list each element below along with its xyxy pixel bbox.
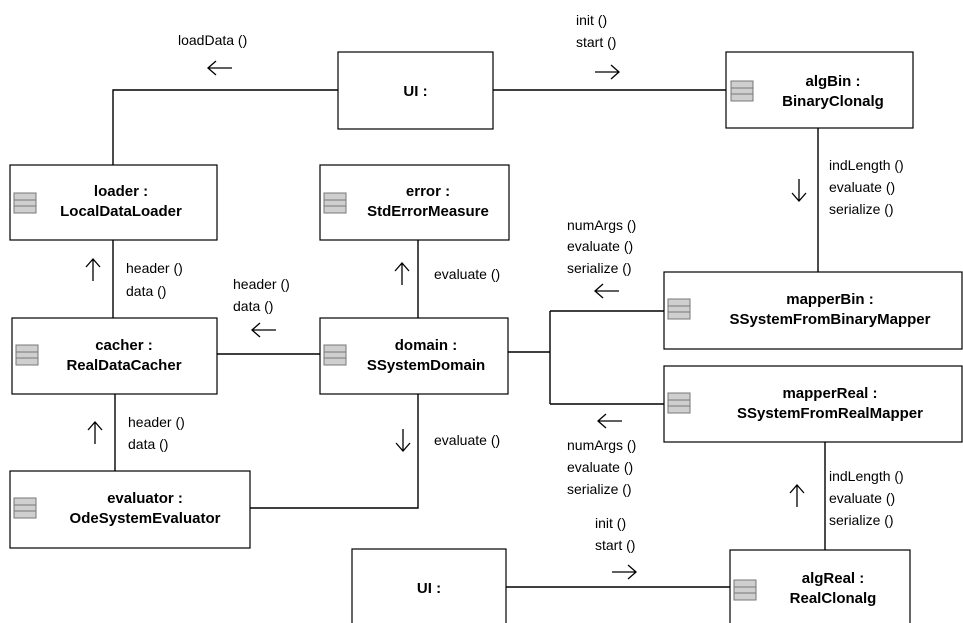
object-icon <box>667 298 691 320</box>
message-label: init () <box>595 515 626 531</box>
message-label: start () <box>595 537 635 553</box>
message-label: evaluate () <box>829 179 895 195</box>
message-domain-evaluator: evaluate () <box>434 432 500 448</box>
message-label: serialize () <box>567 260 632 276</box>
algreal-class: RealClonalg <box>790 590 877 607</box>
object-cacher: cacher : RealDataCacher <box>11 317 218 395</box>
arrow-down-icon <box>395 429 411 452</box>
algbin-class: BinaryClonalg <box>782 93 884 110</box>
mapperbin-class: SSystemFromBinaryMapper <box>730 311 931 328</box>
message-label: data () <box>126 283 166 299</box>
message-cacher-loader: header () data () <box>126 260 183 299</box>
arrow-up-icon <box>789 484 805 507</box>
connectors <box>112 89 826 588</box>
object-error: error : StdErrorMeasure <box>319 164 510 241</box>
message-domain-cacher: header () data () <box>233 276 290 314</box>
message-label: header () <box>128 414 185 430</box>
object-icon <box>730 80 754 102</box>
link-domain-mappers <box>508 310 664 405</box>
mapperreal-class: SSystemFromRealMapper <box>737 405 923 422</box>
message-label: evaluate () <box>567 459 633 475</box>
message-ui-loader: loadData () <box>178 32 247 48</box>
object-icon <box>323 192 347 214</box>
message-label: evaluate () <box>567 238 633 254</box>
message-label: evaluate () <box>829 490 895 506</box>
message-label: indLength () <box>829 157 904 173</box>
cacher-name: cacher : <box>95 337 153 354</box>
arrow-left-icon <box>207 60 232 76</box>
object-loader: loader : LocalDataLoader <box>9 164 218 241</box>
object-icon <box>13 497 37 519</box>
object-icon <box>667 392 691 414</box>
domain-name: domain : <box>395 337 458 354</box>
object-mapperreal: mapperReal : SSystemFromRealMapper <box>663 365 963 443</box>
loader-class: LocalDataLoader <box>60 203 182 220</box>
message-label: serialize () <box>829 512 894 528</box>
message-label: serialize () <box>567 481 632 497</box>
evaluator-name: evaluator : <box>107 490 183 507</box>
cacher-class: RealDataCacher <box>66 357 181 374</box>
object-algbin: algBin : BinaryClonalg <box>725 51 914 129</box>
message-algbin-mapperbin: indLength () evaluate () serialize () <box>829 157 904 217</box>
message-evaluator-cacher: header () data () <box>128 414 185 452</box>
algreal-name: algReal : <box>802 570 865 587</box>
ui-top-title: UI : <box>403 83 427 100</box>
message-label: indLength () <box>829 468 904 484</box>
message-algreal-mapperreal: indLength () evaluate () serialize () <box>829 468 904 528</box>
arrow-right-icon <box>612 564 637 580</box>
object-mapperbin: mapperBin : SSystemFromBinaryMapper <box>663 271 963 350</box>
arrow-up-icon <box>85 258 101 281</box>
loader-name: loader : <box>94 183 148 200</box>
arrow-left-icon <box>251 322 276 338</box>
message-mapperreal-domain: numArgs () evaluate () serialize () <box>567 437 636 497</box>
error-name: error : <box>406 183 450 200</box>
mapperreal-name: mapperReal : <box>782 385 877 402</box>
object-icon <box>13 192 37 214</box>
error-class: StdErrorMeasure <box>367 203 489 220</box>
object-icon <box>323 344 347 366</box>
arrow-left-icon <box>597 413 622 429</box>
message-label: header () <box>126 260 183 276</box>
message-label: evaluate () <box>434 432 500 448</box>
message-label: data () <box>128 436 168 452</box>
message-label: numArgs () <box>567 437 636 453</box>
message-label: evaluate () <box>434 266 500 282</box>
object-algreal: algReal : RealClonalg <box>729 549 911 623</box>
arrow-down-icon <box>791 179 807 202</box>
message-domain-error: evaluate () <box>434 266 500 282</box>
message-label: header () <box>233 276 290 292</box>
evaluator-class: OdeSystemEvaluator <box>70 510 221 527</box>
arrow-left-icon <box>594 283 619 299</box>
message-ui-algbin: init () start () <box>576 12 616 50</box>
link-domain-evaluator <box>250 394 419 509</box>
message-ui-algreal: init () start () <box>595 515 635 553</box>
message-label: serialize () <box>829 201 894 217</box>
message-label: numArgs () <box>567 217 636 233</box>
mapperbin-name: mapperBin : <box>786 291 874 308</box>
message-label: loadData () <box>178 32 247 48</box>
arrow-up-icon <box>87 421 103 444</box>
link-ui-loader <box>112 89 338 165</box>
ui-bottom-title: UI : <box>417 580 441 597</box>
object-ui-top: UI : <box>337 51 494 130</box>
algbin-name: algBin : <box>806 73 861 90</box>
object-icon <box>733 579 757 601</box>
object-evaluator: evaluator : OdeSystemEvaluator <box>9 470 251 549</box>
domain-class: SSystemDomain <box>367 357 485 374</box>
object-ui-bottom: UI : <box>351 548 507 623</box>
object-icon <box>15 344 39 366</box>
arrow-right-icon <box>595 64 620 80</box>
message-label: start () <box>576 34 616 50</box>
object-domain: domain : SSystemDomain <box>319 317 509 395</box>
message-mapperbin-domain: numArgs () evaluate () serialize () <box>567 217 636 276</box>
message-label: data () <box>233 298 273 314</box>
message-label: init () <box>576 12 607 28</box>
arrow-up-icon <box>394 262 410 285</box>
